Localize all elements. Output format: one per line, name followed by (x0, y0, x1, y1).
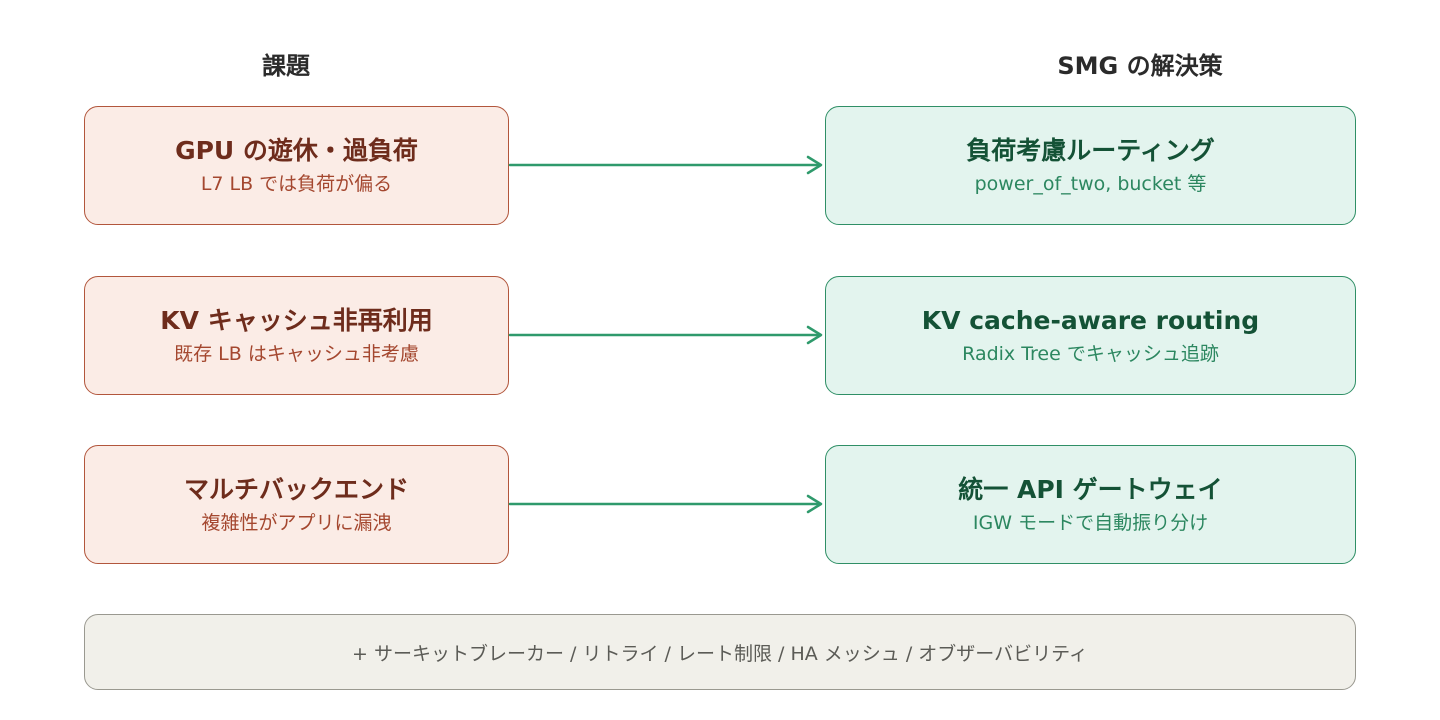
solution-title: 負荷考慮ルーティング (966, 135, 1215, 165)
solution-box-cache-aware-routing: KV cache-aware routing Radix Tree でキャッシュ… (825, 276, 1356, 395)
problem-box-gpu-load: GPU の遊休・過負荷 L7 LB では負荷が偏る (84, 106, 509, 225)
arrow-head-row-2 (806, 325, 823, 345)
solution-subtitle: Radix Tree でキャッシュ追跡 (962, 342, 1219, 365)
problem-subtitle: 既存 LB はキャッシュ非考慮 (174, 342, 419, 365)
solution-subtitle: IGW モードで自動振り分け (972, 511, 1209, 534)
arrow-head-row-1 (806, 155, 823, 175)
solution-title: 統一 API ゲートウェイ (958, 474, 1223, 504)
solution-box-load-aware-routing: 負荷考慮ルーティング power_of_two, bucket 等 (825, 106, 1356, 225)
additional-features-text: + サーキットブレーカー / リトライ / レート制限 / HA メッシュ / … (352, 642, 1088, 665)
problem-title: GPU の遊休・過負荷 (175, 135, 418, 165)
solution-subtitle: power_of_two, bucket 等 (974, 172, 1207, 195)
problem-subtitle: L7 LB では負荷が偏る (200, 172, 393, 195)
solutions-column-header: SMG の解決策 (1057, 52, 1223, 80)
problems-column-header: 課題 (262, 52, 310, 80)
solution-box-unified-gateway: 統一 API ゲートウェイ IGW モードで自動振り分け (825, 445, 1356, 564)
additional-features-banner: + サーキットブレーカー / リトライ / レート制限 / HA メッシュ / … (84, 614, 1356, 690)
problem-box-kv-cache: KV キャッシュ非再利用 既存 LB はキャッシュ非考慮 (84, 276, 509, 395)
problem-subtitle: 複雑性がアプリに漏洩 (201, 511, 392, 534)
problem-title: マルチバックエンド (183, 474, 409, 504)
arrow-head-row-3 (806, 494, 823, 514)
problem-box-multi-backend: マルチバックエンド 複雑性がアプリに漏洩 (84, 445, 509, 564)
problem-title: KV キャッシュ非再利用 (160, 305, 433, 335)
solution-title: KV cache-aware routing (921, 305, 1260, 335)
